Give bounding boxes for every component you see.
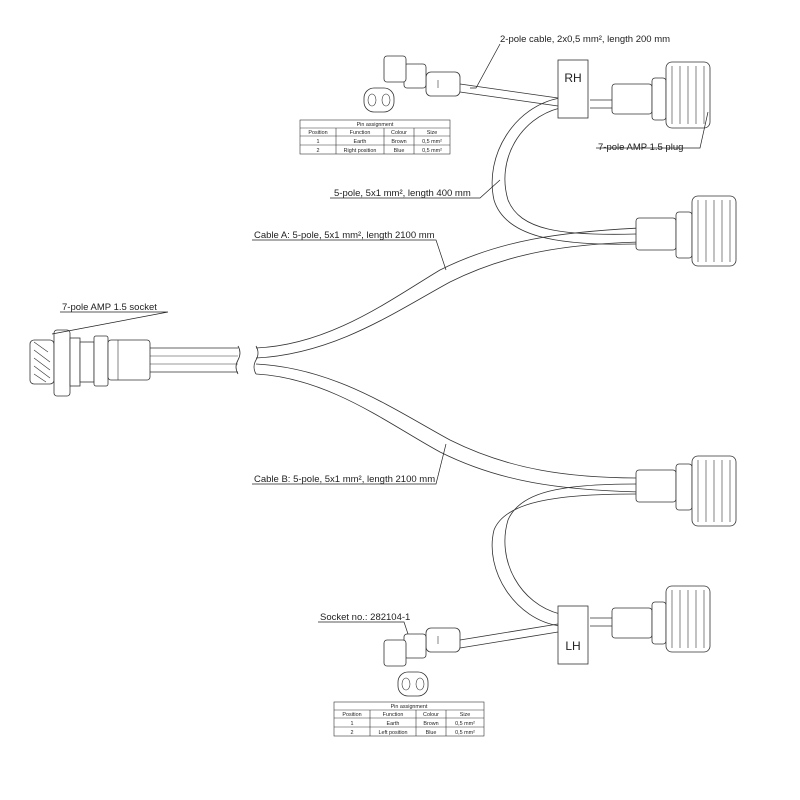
- main-cable-trunk: [150, 227, 641, 493]
- lh-tag-label: LH: [565, 639, 580, 653]
- rh-branch-cable: [491, 97, 637, 245]
- label-cable-b: Cable B: 5-pole, 5x1 mm², length 2100 mm: [254, 474, 435, 485]
- label-socket-7pole: 7-pole AMP 1.5 socket: [62, 302, 157, 313]
- plug-7pole-rh: [611, 61, 711, 129]
- pin-face-icon-top: [363, 87, 395, 113]
- pin-table-bottom-cell: 0,5 mm²: [455, 721, 475, 727]
- plug-7pole-cable-b: [635, 455, 737, 527]
- pin-table-top-cell: 0,5 mm²: [422, 148, 442, 154]
- pin-table-bottom-header: Function: [383, 712, 404, 718]
- pin-table-bottom-cell: Earth: [387, 721, 400, 727]
- pin-table-top-cell: 0,5 mm²: [422, 139, 442, 145]
- pin-table-top-header: Position: [308, 130, 327, 136]
- pin-table-top-cell: 1: [317, 139, 320, 145]
- pin-table-bottom-cell: 1: [351, 721, 354, 727]
- pin-table-top-cell: 2: [317, 148, 320, 154]
- pin-face-icon-bottom: [397, 671, 429, 697]
- pin-table-bottom-cell: Blue: [426, 730, 437, 736]
- label-socket-no: Socket no.: 282104-1: [320, 612, 410, 623]
- pin-table-top-cell: Blue: [394, 148, 405, 154]
- lh-branch-cable: [491, 483, 637, 627]
- label-five-pole-400: 5-pole, 5x1 mm², length 400 mm: [334, 188, 471, 199]
- two-pole-cable-top: [383, 55, 559, 107]
- label-two-pole-cable: 2-pole cable, 2x0,5 mm², length 200 mm: [500, 34, 670, 45]
- socket-7pole-left: [29, 329, 151, 397]
- pin-table-top-header: Colour: [391, 130, 407, 136]
- pin-table-bottom-title: Pin assignment: [391, 704, 428, 710]
- pin-table-top-header: Size: [427, 130, 438, 136]
- pin-table-bottom: Pin assignment Position Function Colour …: [333, 701, 485, 737]
- plug-7pole-lh: [611, 585, 711, 653]
- leader-lines: [51, 43, 709, 635]
- pin-table-top-cell: Earth: [354, 139, 367, 145]
- pin-table-top-cell: Right position: [344, 148, 377, 154]
- rh-tag: RH: [557, 59, 589, 119]
- pin-table-bottom-cell: Left position: [378, 730, 407, 736]
- pin-table-top-header: Function: [350, 130, 371, 136]
- pin-table-bottom-header: Position: [342, 712, 361, 718]
- pin-table-top-cell: Brown: [391, 139, 406, 145]
- two-pole-cable-bottom: [383, 623, 559, 667]
- pin-table-bottom-header: Size: [460, 712, 471, 718]
- label-cable-a: Cable A: 5-pole, 5x1 mm², length 2100 mm: [254, 230, 435, 241]
- pin-table-top: Pin assignment Position Function Colour …: [299, 119, 451, 155]
- pin-table-bottom-cell: 2: [351, 730, 354, 736]
- pin-table-bottom-cell: Brown: [423, 721, 438, 727]
- pin-table-bottom-header: Colour: [423, 712, 439, 718]
- plug-7pole-cable-a: [635, 195, 737, 267]
- rh-tag-label: RH: [564, 71, 581, 85]
- label-plug-7pole: 7-pole AMP 1.5 plug: [598, 142, 683, 153]
- lh-tag: LH: [557, 605, 589, 665]
- pin-table-top-title: Pin assignment: [357, 122, 394, 128]
- pin-table-bottom-cell: 0,5 mm²: [455, 730, 475, 736]
